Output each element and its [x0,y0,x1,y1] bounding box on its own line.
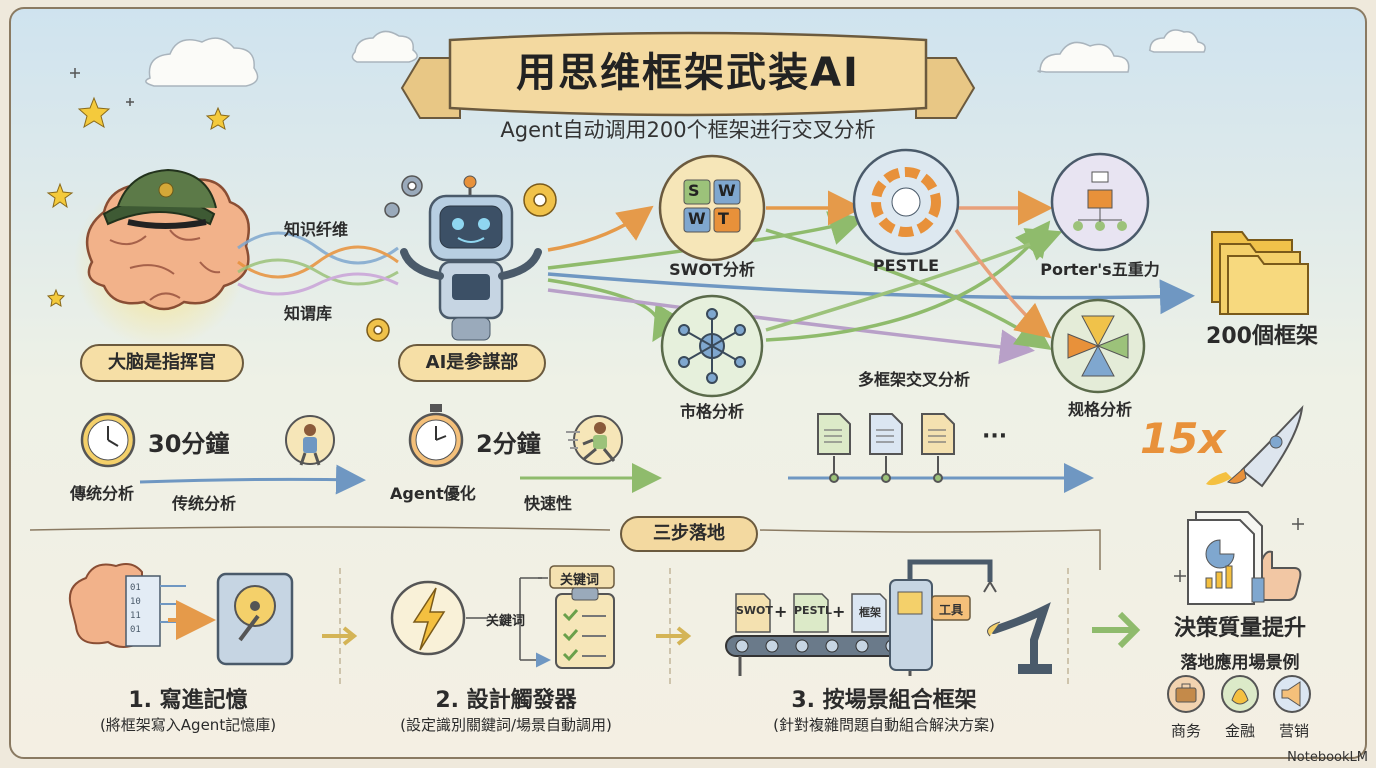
thumbs-up-icon [1251,550,1302,603]
brain-label: 大脑是指挥官 [80,344,244,382]
conveyor-item-pestl: PESTL [794,604,833,617]
trigger-keyword-mid: 关鍵词 [486,614,526,629]
gear-icon [366,183,557,342]
porter-label: Porter's五重力 [1040,260,1160,279]
ellipsis: ··· [982,424,1008,449]
robot-illustration [400,175,542,341]
lightning-icon [390,580,466,656]
person-running-icon [566,415,623,465]
finance-icon [1221,675,1259,713]
svg-text:01: 01 [130,583,141,593]
porter-node [1050,152,1150,252]
hard-drive-icon [216,572,294,666]
rocket-icon [1206,404,1304,488]
steps-header: 三步落地 [620,516,758,552]
marketing-icon [1273,675,1311,713]
svg-text:11: 11 [130,611,141,621]
brain-code-illustration: 01 10 11 01 [68,563,216,648]
traditional-time: 30分鐘 [148,430,230,458]
credit-watermark: NotebookLM [1287,750,1368,765]
flow-label-top: 知识纤维 [284,220,349,239]
swot-letter-w2: W [688,209,706,228]
step2-subtitle: (設定識別關鍵詞/場景自動調用) [400,716,612,734]
brain-commander-illustration [74,168,250,348]
page-title: 用思维框架武装AI [516,50,860,96]
svg-text:01: 01 [130,625,141,635]
pestle-label: PESTLE [872,256,940,275]
speed-multiplier: 15x [1140,414,1226,463]
title-banner [400,31,976,119]
outcome-item-finance: 金融 [1224,722,1256,740]
step1-title: 1. 寫進記憶 [128,688,248,713]
conveyor-tool-label: 工具 [938,603,963,617]
outcome-subtitle: 落地應用場景例 [1180,653,1300,673]
clock-icon [80,412,136,468]
agent-label-a: Agent優化 [390,484,476,503]
traditional-label-a: 傳统分析 [70,484,135,503]
flow-label-bottom: 知谓库 [284,304,333,323]
step3-subtitle: (針對複雜問題自動組合解決方案) [773,716,995,734]
agent-time: 2分鐘 [476,430,541,458]
cloud-icon [145,29,1206,87]
cross-analysis-label: 多框架交叉分析 [857,370,971,389]
business-icon [1167,675,1205,713]
outcome-title: 決策質量提升 [1173,616,1307,641]
person-walking-icon [285,415,335,466]
step3-title: 3. 按場景組合框架 [791,688,977,713]
spec-label: 规格分析 [1067,400,1133,419]
svg-text:10: 10 [130,597,141,607]
swot-label: SWOT分析 [669,260,755,279]
clipboard-checklist-icon [555,587,615,669]
pestle-node [852,148,960,256]
report-chart-icon [1187,511,1263,605]
plus-sign-1: + [774,602,788,621]
swot-letter-s: S [688,181,700,200]
folder-stack-icon [1211,231,1309,315]
outcome-item-business: 商务 [1170,722,1202,740]
swot-letter-t: T [718,209,729,228]
traditional-label-b: 传统分析 [172,494,237,513]
step2-title: 2. 設計觸發器 [435,688,577,713]
market-label: 市格分析 [679,402,745,421]
document-timeline [788,413,1094,493]
trigger-keyword-top: 关键词 [560,573,600,588]
page-subtitle: Agent自动调用200个框架进行交叉分析 [500,118,876,142]
conveyor-belt-illustration [725,559,1052,676]
swot-letter-w: W [718,181,736,200]
agent-label-b: 快速性 [524,494,573,513]
outcome-item-marketing: 营销 [1278,722,1310,740]
ai-label: AI是参謀部 [398,344,546,382]
stopwatch-icon [408,404,464,468]
conveyor-item-swot: SWOT [736,604,773,617]
market-node [660,294,764,398]
knowledge-threads [237,231,399,296]
swot-node [658,154,766,262]
framework-count: 200個框架 [1206,324,1318,349]
step1-subtitle: (將框架寫入Agent記憶庫) [99,716,277,734]
spec-node [1050,298,1146,394]
conveyor-item-framework: 框架 [859,606,881,619]
star-icon [77,96,231,131]
plus-sign-2: + [832,602,846,621]
